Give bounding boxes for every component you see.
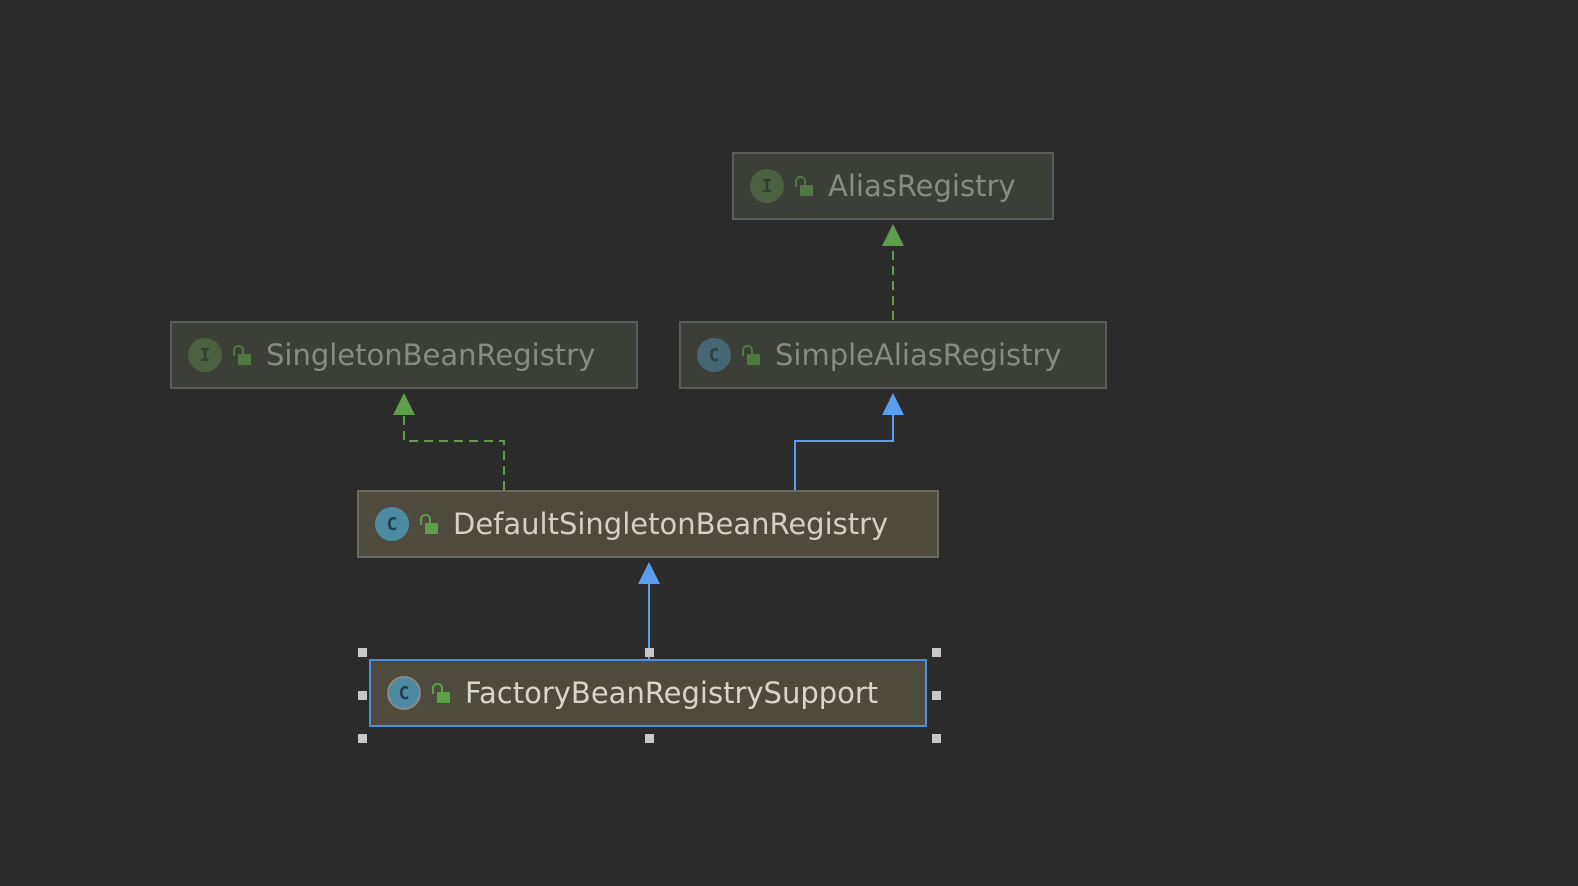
public-lock-icon <box>232 342 254 368</box>
resize-handle-bottom-middle[interactable] <box>645 734 654 743</box>
interface-icon: I <box>750 169 784 203</box>
edge-arrowhead-alias-registry <box>882 224 904 246</box>
node-label: DefaultSingletonBeanRegistry <box>453 506 889 541</box>
node-factory-bean-registry-support[interactable]: C FactoryBeanRegistrySupport <box>369 659 927 727</box>
public-lock-icon <box>431 680 453 706</box>
edge-arrowhead-singleton-bean-registry <box>393 393 415 415</box>
public-lock-icon <box>741 342 763 368</box>
node-label: SingletonBeanRegistry <box>266 337 596 372</box>
interface-icon: I <box>188 338 222 372</box>
edge-default-singleton-extends-simple-alias-registry <box>794 415 894 490</box>
public-lock-icon <box>794 173 816 199</box>
resize-handle-top-left[interactable] <box>358 648 367 657</box>
class-icon: C <box>387 676 421 710</box>
node-default-singleton-bean-registry[interactable]: C DefaultSingletonBeanRegistry <box>357 490 939 558</box>
node-alias-registry[interactable]: I AliasRegistry <box>732 152 1054 220</box>
class-icon: C <box>375 507 409 541</box>
resize-handle-middle-right[interactable] <box>932 691 941 700</box>
resize-handle-top-right[interactable] <box>932 648 941 657</box>
node-simple-alias-registry[interactable]: C SimpleAliasRegistry <box>679 321 1107 389</box>
edge-arrowhead-simple-alias-registry <box>882 393 904 415</box>
node-label: AliasRegistry <box>828 168 1016 203</box>
node-label: FactoryBeanRegistrySupport <box>465 675 879 710</box>
resize-handle-middle-left[interactable] <box>358 691 367 700</box>
resize-handle-bottom-left[interactable] <box>358 734 367 743</box>
node-label: SimpleAliasRegistry <box>775 337 1062 372</box>
node-singleton-bean-registry[interactable]: I SingletonBeanRegistry <box>170 321 638 389</box>
edge-arrowhead-default-singleton-bean-registry <box>638 562 660 584</box>
resize-handle-bottom-right[interactable] <box>932 734 941 743</box>
resize-handle-top-middle[interactable] <box>645 648 654 657</box>
edge-default-singleton-implements-singleton-bean-registry <box>403 415 505 490</box>
class-icon: C <box>697 338 731 372</box>
public-lock-icon <box>419 511 441 537</box>
